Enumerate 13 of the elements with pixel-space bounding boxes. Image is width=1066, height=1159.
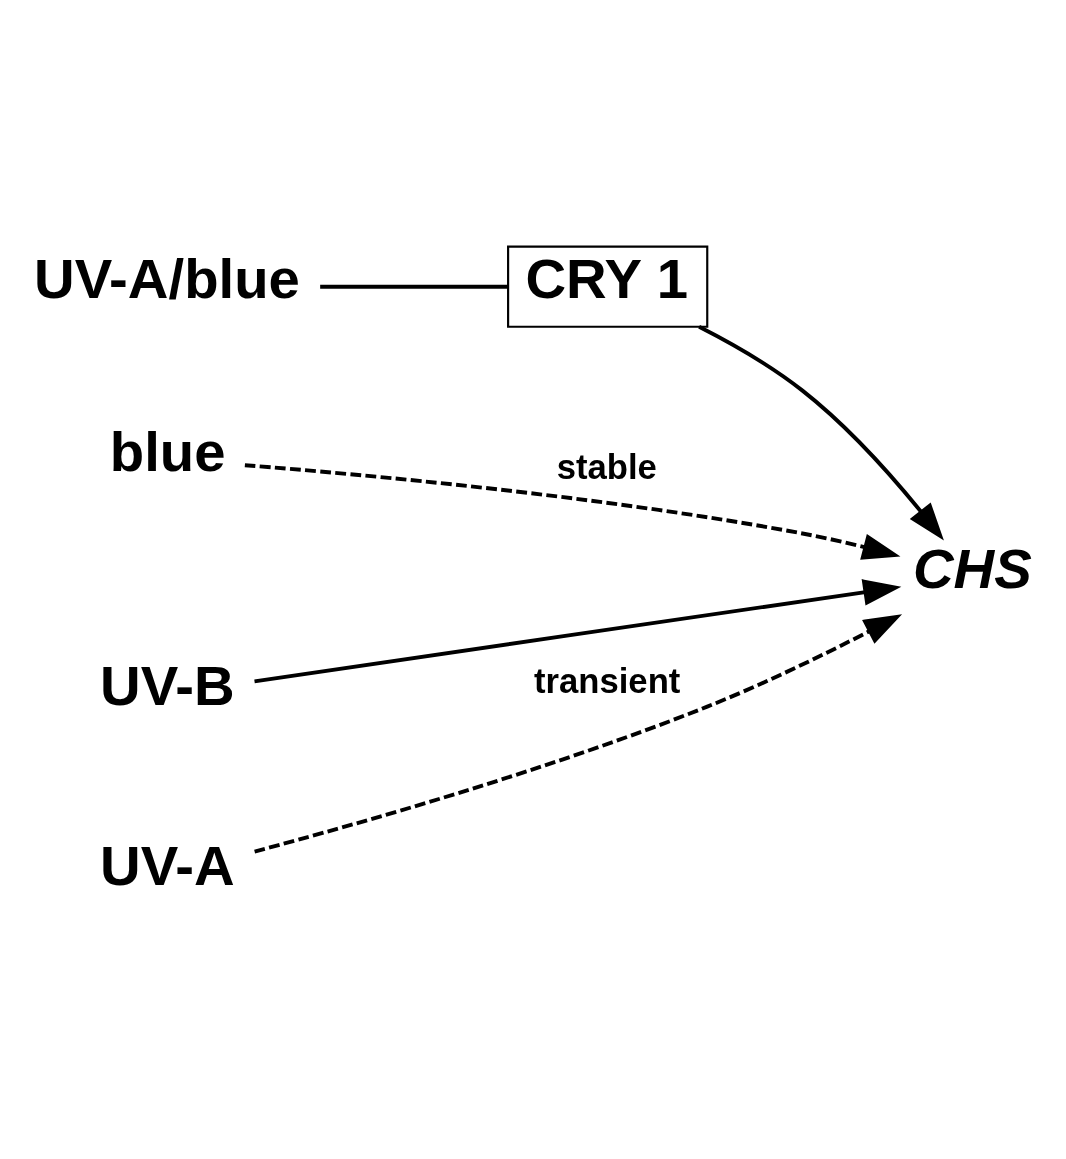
node-text: UV-A/blue: [34, 246, 300, 310]
arrow: [254, 613, 903, 853]
connector: [320, 284, 509, 289]
edge-label: stable: [556, 447, 657, 486]
edge-label: transient: [534, 661, 681, 700]
arrow: [244, 462, 901, 560]
node-box: CRY 1: [507, 245, 709, 328]
node-text: UV-B: [100, 653, 235, 717]
arrow: [698, 324, 944, 541]
node-text: UV-A: [100, 833, 235, 897]
node-text: CHS: [912, 536, 1032, 600]
node-text: blue: [109, 419, 226, 483]
arrow: [254, 578, 902, 683]
